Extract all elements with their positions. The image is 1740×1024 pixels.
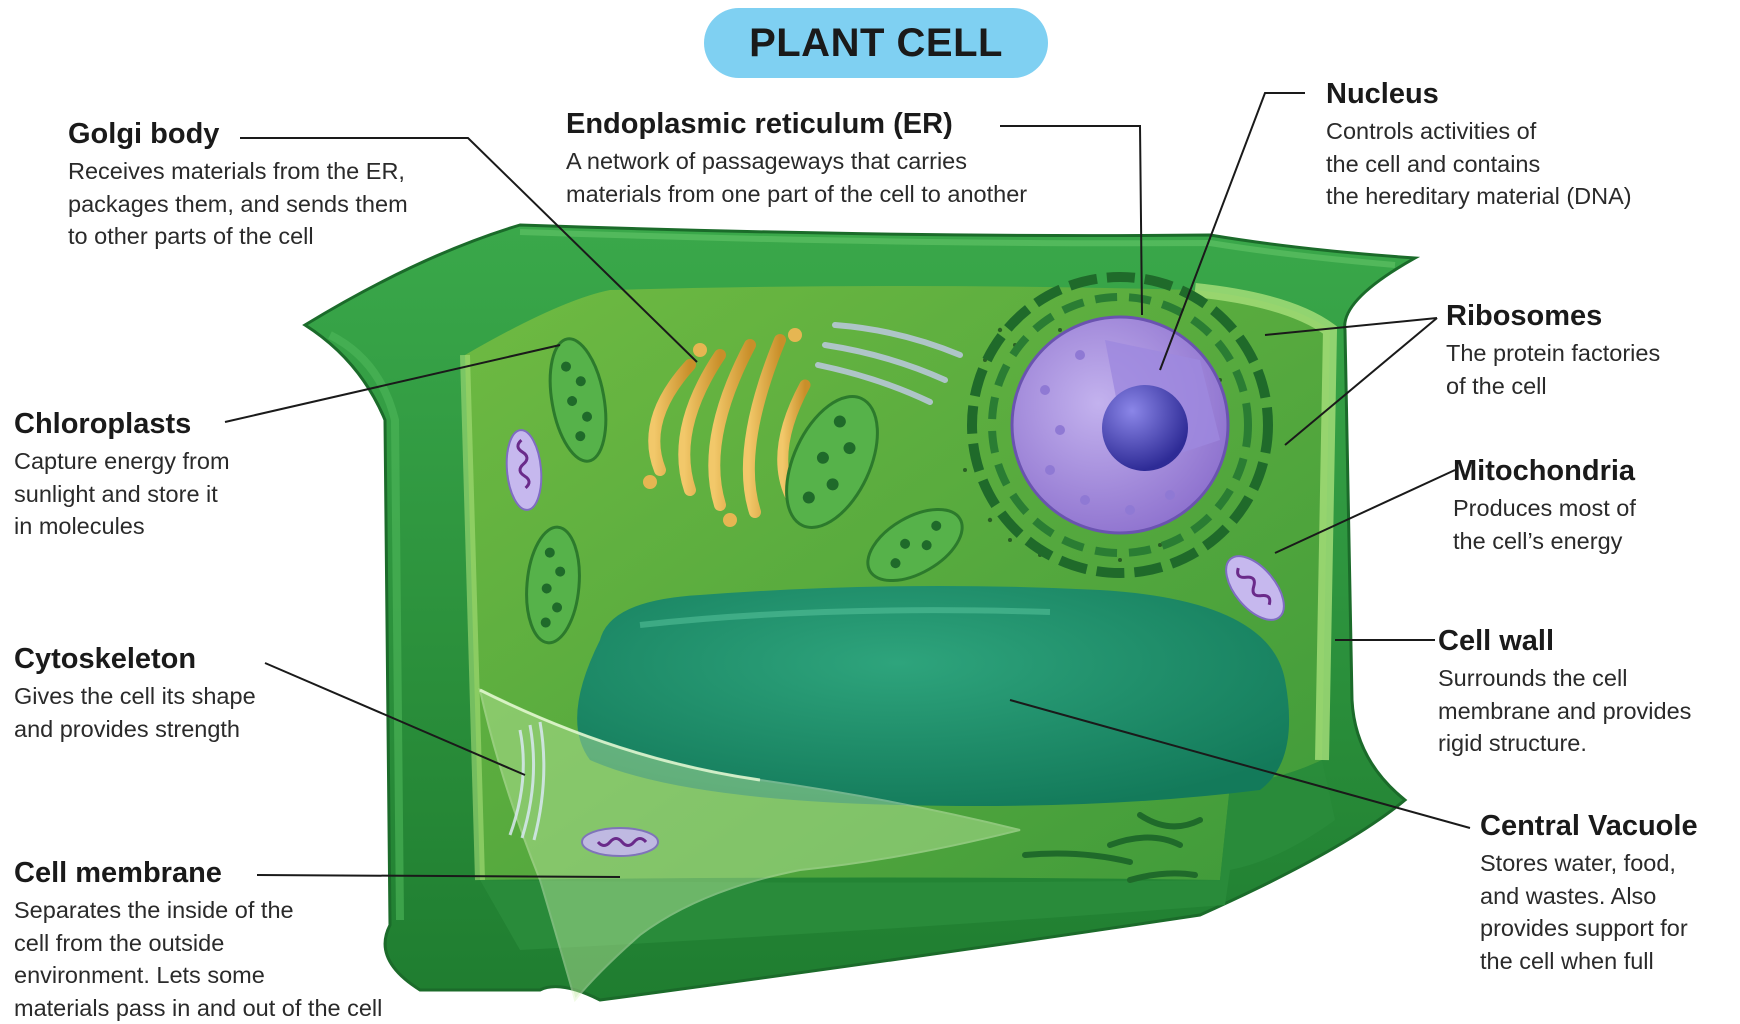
cytoskeleton-label: Cytoskeleton Gives the cell its shape an… — [14, 643, 256, 745]
chloroplasts-line: in molecules — [14, 510, 230, 543]
mitochondria-label: Mitochondria Produces most of the cell’s… — [1453, 455, 1636, 557]
golgi-line: packages them, and sends them — [68, 188, 408, 221]
cytoskeleton-line: and provides strength — [14, 713, 256, 746]
ribosomes-line: of the cell — [1446, 370, 1660, 403]
ribosomes-title: Ribosomes — [1446, 300, 1660, 333]
chloroplasts-description: Capture energy from sunlight and store i… — [14, 445, 230, 543]
chloroplasts-title: Chloroplasts — [14, 408, 230, 441]
mitochondria-title: Mitochondria — [1453, 455, 1636, 488]
central-vacuole-title: Central Vacuole — [1480, 810, 1698, 843]
central-vacuole-line: provides support for — [1480, 912, 1698, 945]
golgi-line: Receives materials from the ER, — [68, 155, 408, 188]
cell-wall-line: Surrounds the cell — [1438, 662, 1691, 695]
cell-wall-line: membrane and provides — [1438, 695, 1691, 728]
cell-wall-line: rigid structure. — [1438, 727, 1691, 760]
er-label: Endoplasmic reticulum (ER) A network of … — [566, 108, 1027, 210]
central-vacuole-label: Central Vacuole Stores water, food, and … — [1480, 810, 1698, 977]
nucleus-line: Controls activities of — [1326, 115, 1632, 148]
nucleus-label: Nucleus Controls activities of the cell … — [1326, 78, 1632, 213]
cytoskeleton-line: Gives the cell its shape — [14, 680, 256, 713]
ribosomes-label: Ribosomes The protein factories of the c… — [1446, 300, 1660, 402]
diagram-title: PLANT CELL — [749, 21, 1003, 66]
cell-membrane-line: environment. Lets some — [14, 959, 382, 992]
ribosomes-description: The protein factories of the cell — [1446, 337, 1660, 402]
central-vacuole-line: Stores water, food, — [1480, 847, 1698, 880]
title-badge: PLANT CELL — [704, 8, 1048, 78]
golgi-label: Golgi body Receives materials from the E… — [68, 118, 408, 253]
chloroplasts-line: Capture energy from — [14, 445, 230, 478]
er-title: Endoplasmic reticulum (ER) — [566, 108, 1027, 141]
cell-wall-title: Cell wall — [1438, 625, 1691, 658]
golgi-line: to other parts of the cell — [68, 220, 408, 253]
cytoskeleton-title: Cytoskeleton — [14, 643, 256, 676]
cell-membrane-title: Cell membrane — [14, 857, 382, 890]
central-vacuole-line: the cell when full — [1480, 945, 1698, 978]
cell-membrane-label: Cell membrane Separates the inside of th… — [14, 857, 382, 1024]
mitochondria-description: Produces most of the cell’s energy — [1453, 492, 1636, 557]
golgi-description: Receives materials from the ER, packages… — [68, 155, 408, 253]
chloroplasts-line: sunlight and store it — [14, 478, 230, 511]
nucleus — [972, 277, 1268, 573]
cell-wall-label: Cell wall Surrounds the cell membrane an… — [1438, 625, 1691, 760]
golgi-title: Golgi body — [68, 118, 408, 151]
er-line: A network of passageways that carries — [566, 145, 1027, 178]
nucleus-line: the cell and contains — [1326, 148, 1632, 181]
cytoskeleton-description: Gives the cell its shape and provides st… — [14, 680, 256, 745]
er-line: materials from one part of the cell to a… — [566, 178, 1027, 211]
cell-membrane-line: cell from the outside — [14, 927, 382, 960]
cell-wall-description: Surrounds the cell membrane and provides… — [1438, 662, 1691, 760]
nucleus-line: the hereditary material (DNA) — [1326, 180, 1632, 213]
cell-membrane-description: Separates the inside of the cell from th… — [14, 894, 382, 1024]
central-vacuole-description: Stores water, food, and wastes. Also pro… — [1480, 847, 1698, 977]
nucleus-description: Controls activities of the cell and cont… — [1326, 115, 1632, 213]
cell-membrane-line: materials pass in and out of the cell — [14, 992, 382, 1024]
ribosomes-line: The protein factories — [1446, 337, 1660, 370]
mitochondria-line: the cell’s energy — [1453, 525, 1636, 558]
er-description: A network of passageways that carries ma… — [566, 145, 1027, 210]
chloroplasts-label: Chloroplasts Capture energy from sunligh… — [14, 408, 230, 543]
central-vacuole-line: and wastes. Also — [1480, 880, 1698, 913]
cell-membrane-line: Separates the inside of the — [14, 894, 382, 927]
nucleus-title: Nucleus — [1326, 78, 1632, 111]
mitochondria-line: Produces most of — [1453, 492, 1636, 525]
